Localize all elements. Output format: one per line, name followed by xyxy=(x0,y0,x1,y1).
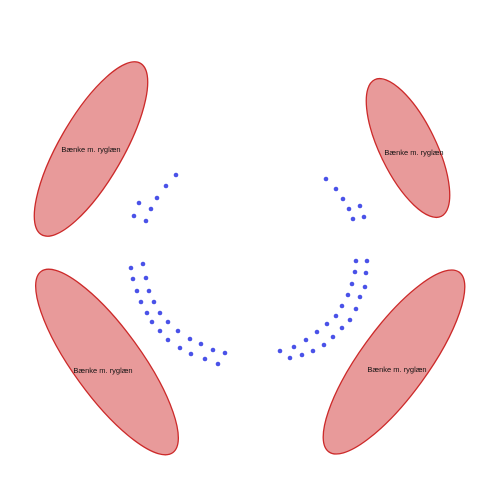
dot-marker xyxy=(364,258,370,264)
dot-marker xyxy=(157,328,163,334)
dot-marker xyxy=(175,328,181,334)
dot-marker xyxy=(144,310,150,316)
dots-layer xyxy=(128,172,370,367)
top-left-dots xyxy=(131,172,179,224)
dot-marker xyxy=(210,347,216,353)
top-right-dots xyxy=(323,176,367,222)
dot-marker xyxy=(140,261,146,267)
dot-marker xyxy=(333,186,339,192)
bench-bottom-left[interactable]: Bænke m. ryglæn xyxy=(14,251,201,472)
bench-top-right[interactable]: Bænke m. ryglæn xyxy=(350,67,467,228)
dot-marker xyxy=(345,292,351,298)
bench-bottom-right[interactable]: Bænke m. ryglæn xyxy=(301,252,487,472)
dot-marker xyxy=(347,317,353,323)
dot-marker xyxy=(143,275,149,281)
dot-marker xyxy=(340,196,346,202)
dot-marker xyxy=(363,270,369,276)
dot-marker xyxy=(143,218,149,224)
dot-marker xyxy=(130,276,136,282)
dot-marker xyxy=(187,336,193,342)
dot-marker xyxy=(163,183,169,189)
dot-marker xyxy=(330,334,336,340)
dot-marker xyxy=(148,206,154,212)
dot-marker xyxy=(131,213,137,219)
dot-marker xyxy=(151,299,157,305)
dot-marker xyxy=(353,258,359,264)
dot-marker xyxy=(303,337,309,343)
dot-marker xyxy=(346,206,352,212)
bench-label: Bænke m. ryglæn xyxy=(61,145,120,154)
dot-marker xyxy=(349,281,355,287)
bottom-right-dots xyxy=(277,258,370,361)
dot-marker xyxy=(310,348,316,354)
dot-marker xyxy=(165,319,171,325)
dot-marker xyxy=(350,216,356,222)
bench-label: Bænke m. ryglæn xyxy=(73,366,132,375)
dot-marker xyxy=(352,269,358,275)
dot-marker xyxy=(222,350,228,356)
dot-marker xyxy=(134,288,140,294)
benches-layer: Bænke m. ryglæn Bænke m. ryglæn Bænke m.… xyxy=(14,47,487,472)
dot-marker xyxy=(173,172,179,178)
dot-marker xyxy=(287,355,293,361)
dot-marker xyxy=(165,337,171,343)
dot-marker xyxy=(154,195,160,201)
bench-top-left[interactable]: Bænke m. ryglæn xyxy=(14,47,168,250)
dot-marker xyxy=(157,310,163,316)
dot-marker xyxy=(188,351,194,357)
dot-marker xyxy=(202,356,208,362)
dot-marker xyxy=(357,203,363,209)
dot-marker xyxy=(291,344,297,350)
bench-label: Bænke m. ryglæn xyxy=(384,148,443,157)
dot-marker xyxy=(128,265,134,271)
dot-marker xyxy=(146,288,152,294)
bench-shape xyxy=(365,77,451,219)
dot-marker xyxy=(339,303,345,309)
bench-label: Bænke m. ryglæn xyxy=(367,365,426,374)
dot-marker xyxy=(138,299,144,305)
dot-marker xyxy=(277,348,283,354)
dot-marker xyxy=(324,321,330,327)
dot-marker xyxy=(353,306,359,312)
dot-marker xyxy=(321,342,327,348)
dot-marker xyxy=(333,313,339,319)
dot-marker xyxy=(215,361,221,367)
bench-shape xyxy=(35,268,179,456)
dot-marker xyxy=(362,284,368,290)
bench-shape xyxy=(33,61,149,237)
dot-marker xyxy=(177,345,183,351)
dot-marker xyxy=(136,200,142,206)
dot-marker xyxy=(299,352,305,358)
dot-marker xyxy=(339,325,345,331)
dot-marker xyxy=(198,341,204,347)
bottom-left-dots xyxy=(128,261,228,367)
dot-marker xyxy=(323,176,329,182)
bench-shape xyxy=(322,269,466,455)
dot-marker xyxy=(361,214,367,220)
dot-marker xyxy=(314,329,320,335)
dot-marker xyxy=(149,319,155,325)
dot-marker xyxy=(357,294,363,300)
